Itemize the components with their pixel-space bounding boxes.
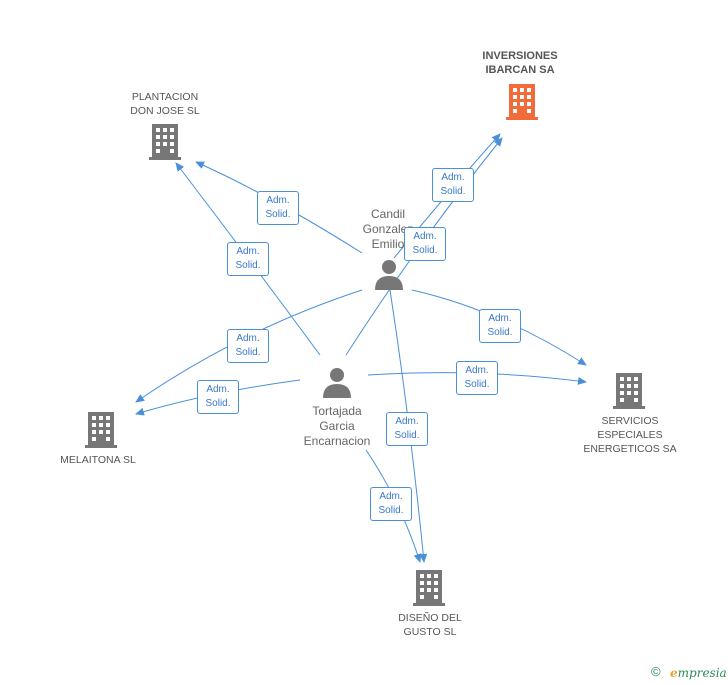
empresia-logo[interactable]: empresia <box>670 666 727 680</box>
edge-label-candil-servicios: Adm. Solid. <box>479 309 521 343</box>
company-label-servicios[interactable]: SERVICIOS ESPECIALES ENERGETICOS SA <box>583 415 677 455</box>
company-label-melaitona[interactable]: MELAITONA SL <box>60 454 136 466</box>
building-icon-inversiones[interactable] <box>506 84 538 120</box>
company-label-inversiones[interactable]: INVERSIONES IBARCAN SA <box>482 50 558 76</box>
edge-label-tortajada-melaitona: Adm. Solid. <box>197 380 239 414</box>
person-label-candil[interactable]: Candil Gonzalez Emilio <box>362 207 414 251</box>
edge-label-tortajada-diseno: Adm. Solid. <box>370 487 412 521</box>
person-icon-tortajada[interactable] <box>322 366 352 398</box>
logo-e: e <box>670 666 678 680</box>
edge-label-candil-diseno: Adm. Solid. <box>386 412 428 446</box>
copyright-symbol: © <box>651 664 661 679</box>
edge-label-tortajada-inversiones: Adm. Solid. <box>432 168 474 202</box>
edge-label-tortajada-plantacion: Adm. Solid. <box>227 242 269 276</box>
building-icon-plantacion[interactable] <box>149 124 181 160</box>
building-icon-diseno[interactable] <box>413 570 445 606</box>
edge-label-candil-inversiones: Adm. Solid. <box>404 227 446 261</box>
building-icon-melaitona[interactable] <box>85 412 117 448</box>
company-label-diseno[interactable]: DISEÑO DEL GUSTO SL <box>398 612 462 638</box>
person-icon-candil[interactable] <box>374 258 404 290</box>
person-label-tortajada[interactable]: Tortajada Garcia Encarnacion <box>303 404 371 448</box>
edge-label-candil-melaitona: Adm. Solid. <box>227 329 269 363</box>
company-label-plantacion[interactable]: PLANTACION DON JOSE SL <box>130 91 200 117</box>
edge-label-candil-plantacion: Adm. Solid. <box>257 191 299 225</box>
edge-label-tortajada-servicios: Adm. Solid. <box>456 361 498 395</box>
building-icon-servicios[interactable] <box>613 373 645 409</box>
logo-rest: mpresia <box>677 666 727 680</box>
